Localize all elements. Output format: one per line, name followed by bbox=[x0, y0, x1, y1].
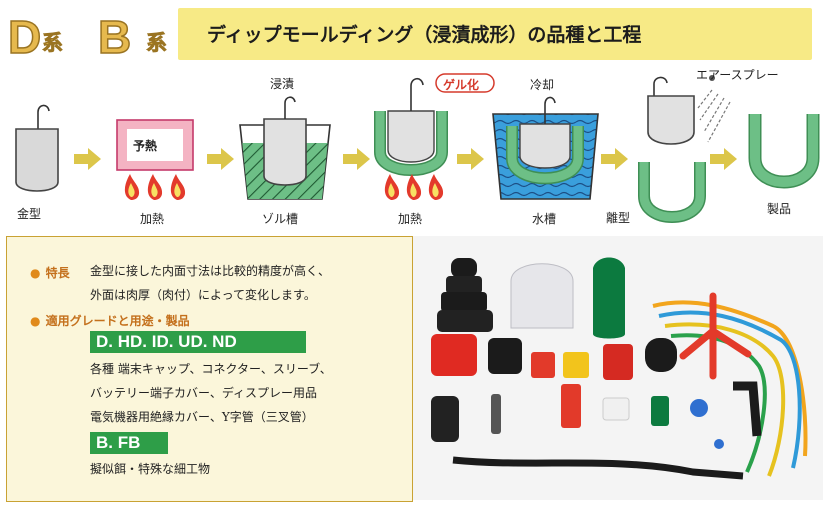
step-gel-heat bbox=[374, 73, 495, 200]
logo-kei-1: 系 bbox=[42, 31, 64, 55]
flame-icon bbox=[428, 174, 444, 200]
step-demold bbox=[638, 75, 731, 223]
feature-row: ● 特長 bbox=[30, 262, 70, 281]
logo-letter-b: B bbox=[97, 11, 132, 63]
air-spray-lines bbox=[697, 89, 731, 143]
flame-icon bbox=[147, 174, 163, 200]
step-cooling bbox=[492, 96, 599, 200]
label-product: 製品 bbox=[767, 202, 792, 216]
usage-line-1: 各種 端末キャップ、コネクター、スリーブ、 bbox=[90, 362, 332, 376]
label-preheat: 予熱 bbox=[133, 139, 158, 153]
feature-label: 特長 bbox=[45, 266, 70, 280]
usage-label: 適用グレードと用途・製品 bbox=[45, 314, 190, 328]
feature-line-2: 外面は肉厚（肉付）によって変化します。 bbox=[90, 288, 316, 302]
arrow-6 bbox=[710, 148, 737, 170]
arrow-2 bbox=[207, 148, 234, 170]
process-diagram bbox=[15, 73, 820, 223]
arrow-3 bbox=[343, 148, 370, 170]
page-title: ディップモールディング（浸漬成形）の品種と工程 bbox=[207, 24, 642, 46]
label-dipping: 浸漬 bbox=[270, 77, 295, 91]
feature-line-1: 金型に接した内面寸法は比較的精度が高く、 bbox=[90, 264, 331, 278]
bullet-icon: ● bbox=[30, 266, 41, 280]
black-boot bbox=[437, 258, 493, 332]
label-air-spray: エアースプレー bbox=[696, 68, 779, 82]
usage-line-2: バッテリー端子カバー、ディスプレー用品 bbox=[90, 386, 318, 400]
flame-icon bbox=[384, 174, 400, 200]
flame-icon bbox=[124, 174, 140, 200]
spray-nozzle-icon bbox=[709, 75, 715, 81]
arrow-4 bbox=[457, 148, 484, 170]
title-bar bbox=[178, 8, 812, 60]
label-mold: 金型 bbox=[17, 207, 42, 221]
label-water-tank: 水槽 bbox=[532, 212, 557, 226]
grade-bar-2: B. FB bbox=[90, 432, 168, 454]
usage-line-3: 電気機器用絶縁カバー、Y字管（三叉管） bbox=[90, 410, 314, 424]
arrow-5 bbox=[601, 148, 628, 170]
step-product bbox=[748, 114, 820, 189]
bullet-icon: ● bbox=[30, 314, 41, 328]
step-preheat bbox=[116, 119, 194, 200]
gel-badge bbox=[435, 73, 495, 93]
arrow-1 bbox=[74, 148, 101, 170]
label-sol-tank: ゾル槽 bbox=[262, 212, 299, 226]
logo-letter-d: D bbox=[7, 11, 42, 63]
usage-line-4: 擬似餌・特殊な細工物 bbox=[90, 462, 211, 476]
flame-icon bbox=[170, 174, 186, 200]
gel-badge-label: ゲル化 bbox=[443, 78, 480, 92]
flame-icon bbox=[406, 174, 422, 200]
product-photo bbox=[413, 236, 823, 500]
info-panel bbox=[6, 236, 413, 502]
step-mold bbox=[15, 104, 59, 192]
label-heating-2: 加熱 bbox=[398, 212, 423, 226]
label-cooling: 冷却 bbox=[530, 78, 555, 92]
grade-bar-1: D. HD. ID. UD. ND bbox=[90, 331, 306, 353]
label-demold: 離型 bbox=[606, 211, 631, 225]
logo-kei-2: 系 bbox=[146, 31, 168, 55]
label-heating-1: 加熱 bbox=[140, 212, 165, 226]
usage-row: ● 適用グレードと用途・製品 bbox=[30, 310, 190, 329]
step-dip bbox=[239, 96, 331, 200]
